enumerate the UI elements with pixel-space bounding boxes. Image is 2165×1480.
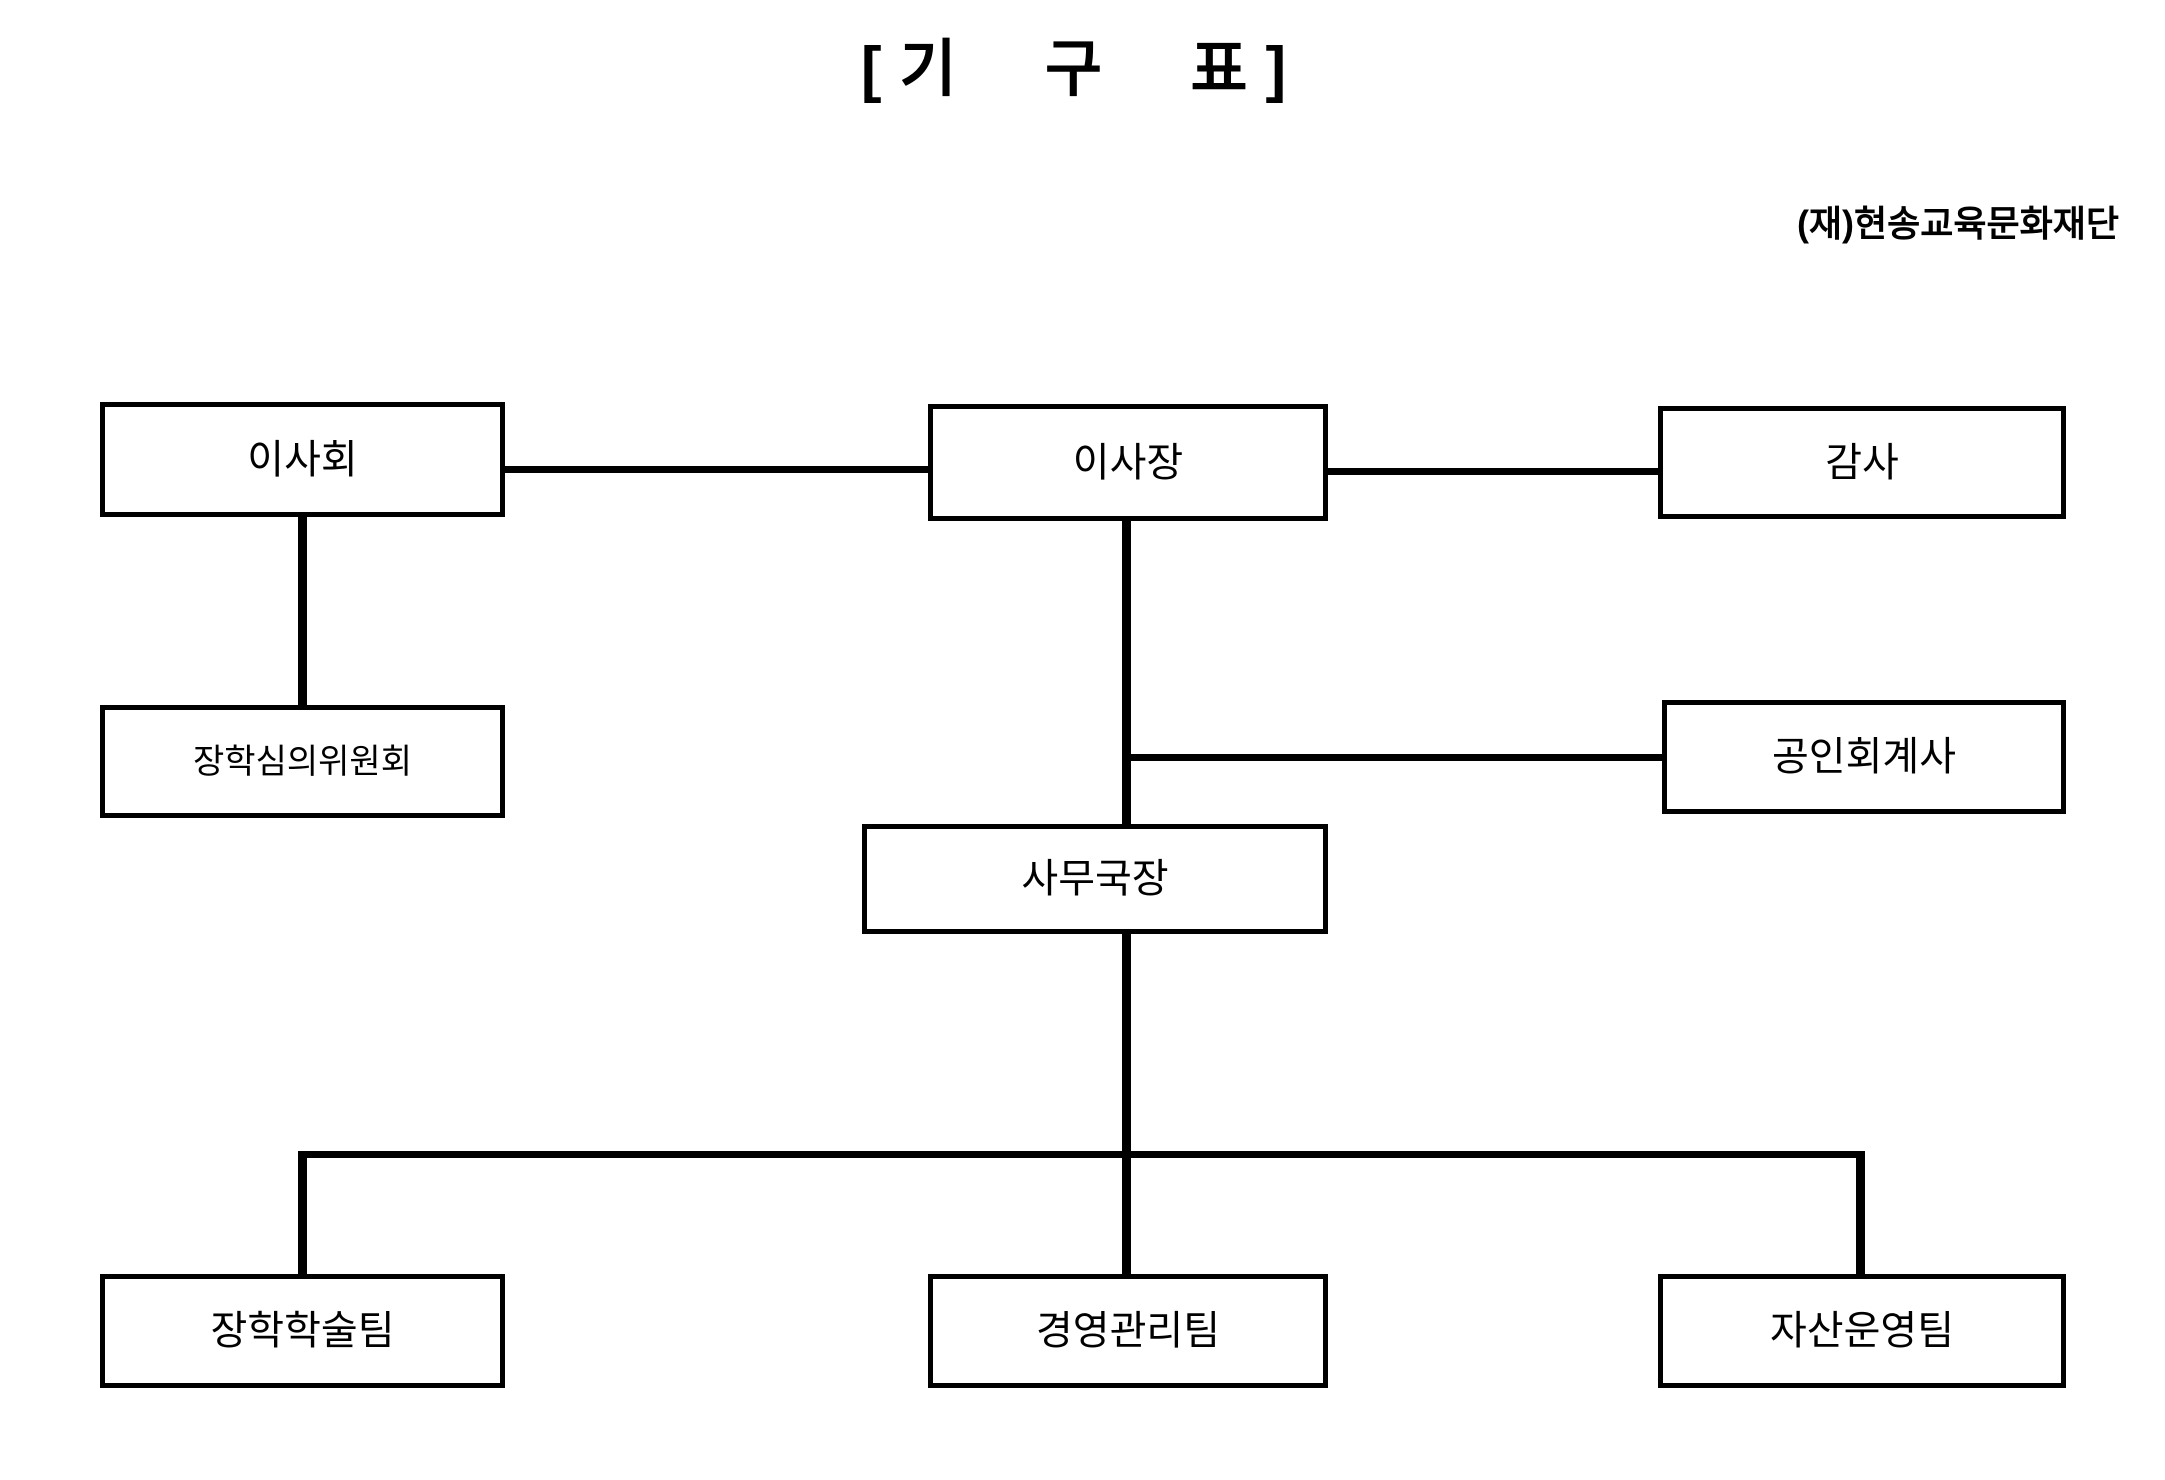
node-chairman[interactable]: 이사장 [928, 404, 1328, 521]
node-team-scholarship-label: 장학학술팀 [210, 1309, 395, 1353]
organization-name: (재)현송교육문화재단 [1796, 203, 2119, 244]
page-title: [기 구 표] [860, 35, 1305, 104]
connector-board-to-chairman [500, 466, 932, 473]
node-team-scholarship[interactable]: 장학학술팀 [100, 1274, 505, 1388]
connector-team-bus [298, 1151, 1864, 1158]
node-cpa[interactable]: 공인회계사 [1662, 700, 2066, 814]
node-team-management[interactable]: 경영관리팀 [928, 1274, 1328, 1388]
node-board-label: 이사회 [247, 437, 358, 482]
connector-bus-to-team-management [1122, 1151, 1131, 1277]
node-secretary-general[interactable]: 사무국장 [862, 824, 1328, 934]
connector-bus-to-team-asset [1856, 1151, 1865, 1277]
node-scholarship-committee[interactable]: 장학심의위원회 [100, 705, 505, 818]
node-board[interactable]: 이사회 [100, 402, 505, 517]
connector-bus-to-team-scholarship [298, 1151, 307, 1277]
connector-chairman-to-auditor [1324, 468, 1662, 475]
connector-chairman-to-cpa [1126, 754, 1666, 761]
node-cpa-label: 공인회계사 [1772, 735, 1956, 779]
node-auditor[interactable]: 감사 [1658, 406, 2066, 519]
connector-board-to-scholarship-committee [298, 513, 307, 711]
node-chairman-label: 이사장 [1072, 440, 1184, 485]
connector-chairman-spine [1122, 515, 1131, 827]
node-secretary-general-label: 사무국장 [1021, 857, 1169, 901]
connector-secretary-general-to-bus [1122, 930, 1131, 1158]
node-scholarship-committee-label: 장학심의위원회 [193, 742, 412, 781]
node-auditor-label: 감사 [1825, 440, 1899, 485]
node-team-asset[interactable]: 자산운영팀 [1658, 1274, 2066, 1388]
node-team-management-label: 경영관리팀 [1036, 1309, 1220, 1353]
node-team-asset-label: 자산운영팀 [1770, 1309, 1954, 1353]
